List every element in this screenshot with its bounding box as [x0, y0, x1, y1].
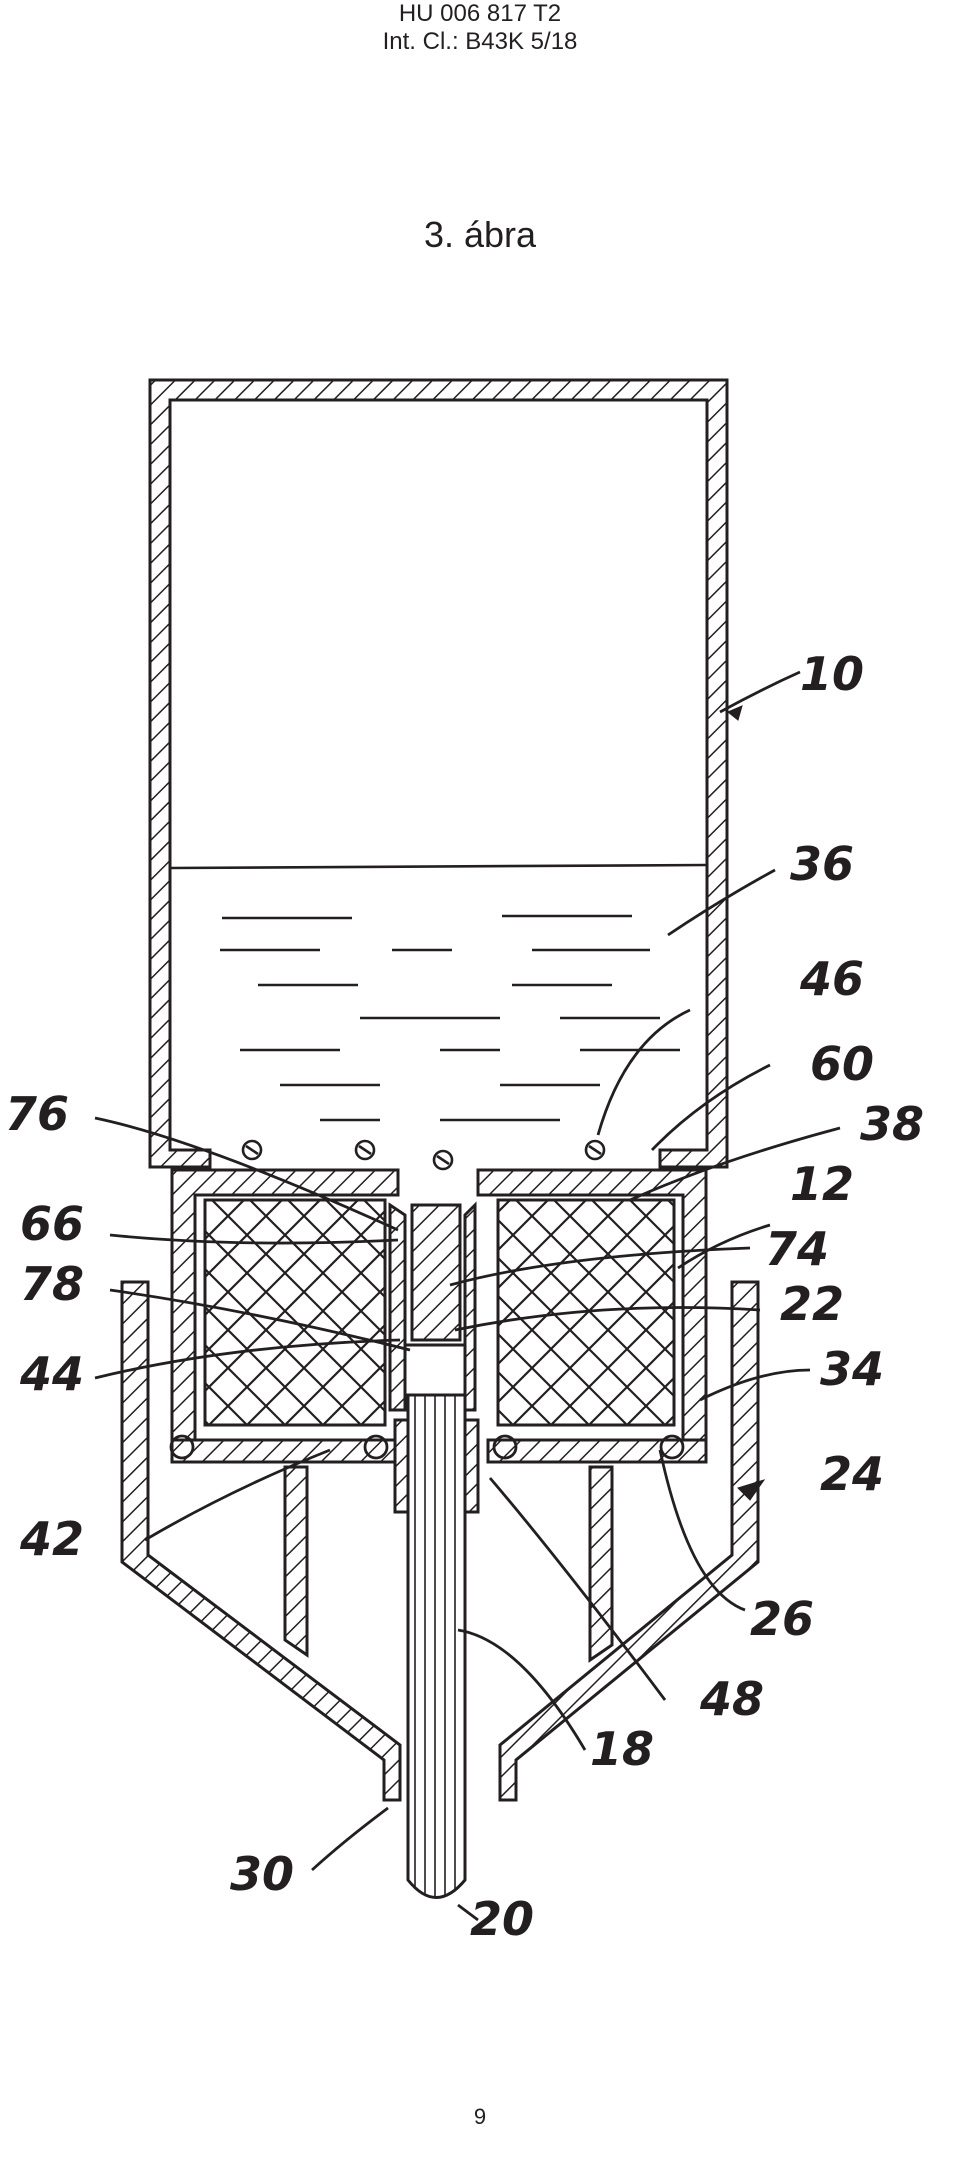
o-rings-42	[169, 1434, 685, 1460]
label-60: 60	[810, 1037, 874, 1091]
liquid-36	[169, 863, 708, 1122]
label-38: 38	[860, 1097, 924, 1151]
label-12: 12	[790, 1157, 854, 1211]
balls-46	[241, 1139, 606, 1171]
central-channel	[388, 1201, 477, 1412]
label-66: 66	[20, 1197, 84, 1251]
page-number: 9	[473, 2104, 487, 2129]
housing-24	[120, 1280, 760, 1802]
insert-12	[170, 1168, 708, 1464]
label-18: 18	[590, 1722, 654, 1776]
label-20: 20	[470, 1892, 534, 1946]
label-36: 36	[790, 837, 854, 891]
label-24: 24	[820, 1447, 884, 1501]
label-10: 10	[800, 647, 864, 701]
container-10	[148, 378, 729, 1169]
classification: Int. Cl.: B43K 5/18	[382, 28, 578, 55]
label-22: 22	[780, 1277, 844, 1331]
label-26: 26	[750, 1592, 814, 1646]
leader-lines	[94, 670, 841, 1922]
label-30: 30	[230, 1847, 294, 1901]
label-78: 78	[20, 1257, 84, 1311]
label-44: 44	[19, 1347, 84, 1401]
label-48: 48	[699, 1672, 764, 1726]
label-74: 74	[765, 1222, 829, 1276]
patent-number: HU 006 817 T2	[398, 0, 562, 27]
label-46: 46	[799, 952, 864, 1006]
tip-18	[393, 1393, 480, 1899]
label-76: 76	[5, 1087, 69, 1141]
label-42: 42	[19, 1512, 84, 1566]
figure-title: 3. ábra	[423, 214, 537, 255]
label-34: 34	[820, 1342, 884, 1396]
